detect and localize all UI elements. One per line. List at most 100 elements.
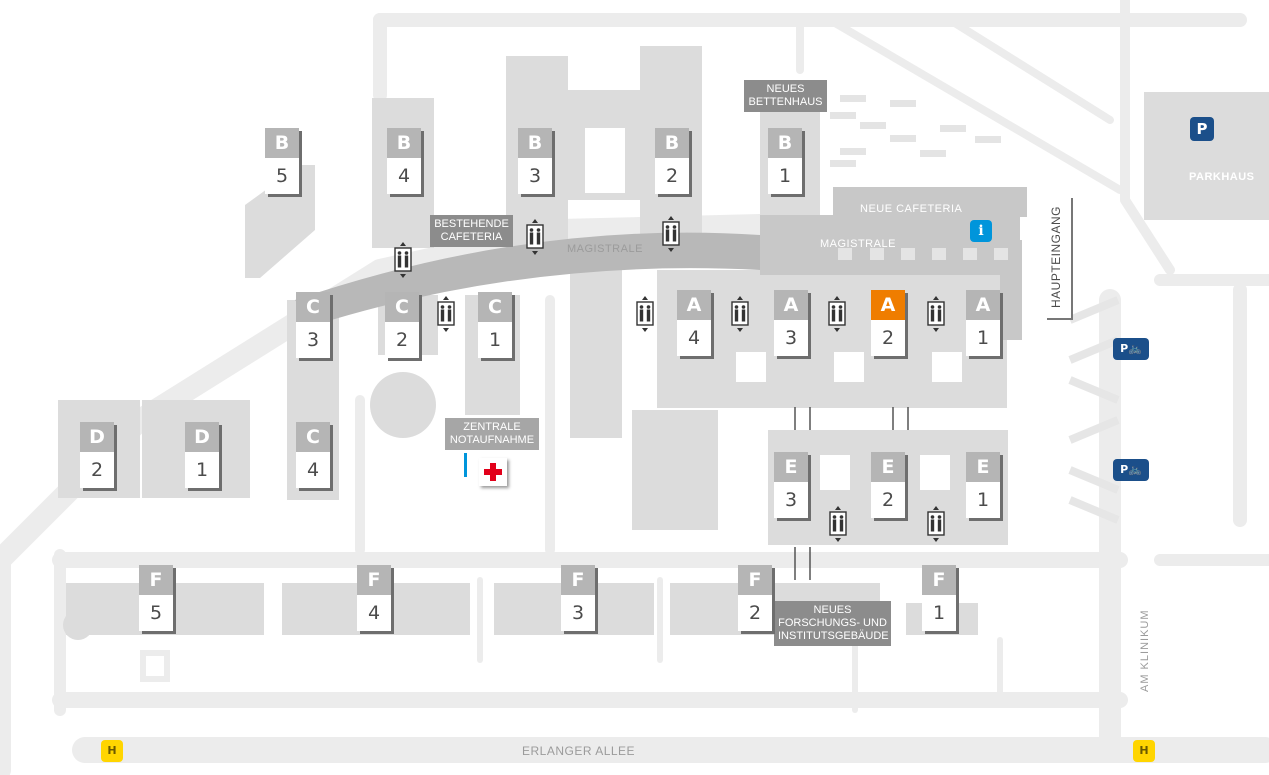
parking-icon[interactable]: P	[1190, 117, 1214, 141]
elevator-icon[interactable]	[731, 296, 749, 332]
building-wing-letter: A	[774, 290, 808, 320]
building-number: 2	[738, 595, 772, 631]
magistrale-label-2: MAGISTRALE	[820, 238, 896, 250]
building-wing-letter: A	[871, 290, 905, 320]
building-wing-letter: C	[478, 292, 512, 322]
haupteingang-label: HAUPTEINGANG	[1049, 205, 1063, 308]
building-number: 4	[357, 595, 391, 631]
building-wing-letter: B	[655, 128, 689, 158]
bus-stop-icon[interactable]: H	[101, 740, 123, 762]
building-wing-letter: C	[296, 292, 330, 322]
elevator-icon[interactable]	[662, 216, 680, 252]
red-cross-icon	[484, 463, 502, 481]
building-wing-letter: F	[922, 565, 956, 595]
building-number: 1	[966, 320, 1000, 356]
magistrale-label-1: MAGISTRALE	[567, 243, 643, 255]
building-number: 1	[922, 595, 956, 631]
bicycle-icon: 🚲	[1128, 463, 1142, 476]
elevator-icon[interactable]	[394, 242, 412, 278]
building-wing-letter: B	[387, 128, 421, 158]
building-number: 2	[385, 322, 419, 358]
elevator-icon[interactable]	[437, 296, 455, 332]
building-wing-letter: B	[768, 128, 802, 158]
neues-bettenhaus-tag[interactable]: NEUES BETTENHAUS	[744, 80, 827, 112]
info-icon[interactable]: i	[970, 220, 992, 242]
zentrale-notaufnahme-tag[interactable]: ZENTRALE NOTAUFNAHME	[445, 418, 539, 450]
building-number: 3	[774, 482, 808, 518]
bestehende-cafeteria-tag[interactable]: BESTEHENDE CAFETERIA	[430, 215, 513, 247]
building-number: 3	[561, 595, 595, 631]
building-number: 3	[774, 320, 808, 356]
elevator-icon[interactable]	[636, 296, 654, 332]
building-wing-letter: D	[80, 422, 114, 452]
building-number: 4	[677, 320, 711, 356]
building-number: 1	[768, 158, 802, 194]
elevator-icon[interactable]	[828, 296, 846, 332]
building-wing-letter: F	[139, 565, 173, 595]
building-wing-letter: B	[265, 128, 299, 158]
building-wing-letter: A	[677, 290, 711, 320]
building-wing-letter: F	[561, 565, 595, 595]
building-number: 1	[966, 482, 1000, 518]
building-number: 1	[185, 452, 219, 488]
building-number: 2	[655, 158, 689, 194]
haupteingang-sign[interactable]	[1045, 196, 1071, 318]
building-number: 2	[871, 482, 905, 518]
building-wing-letter: E	[966, 452, 1000, 482]
magistrale-path	[295, 232, 760, 325]
building-number: 3	[296, 322, 330, 358]
emergency-entrance-marker	[464, 453, 467, 477]
building-wing-letter: B	[518, 128, 552, 158]
building-wing-letter: D	[185, 422, 219, 452]
elevator-icon[interactable]	[829, 506, 847, 542]
elevator-icon[interactable]	[526, 219, 544, 255]
building-number: 2	[871, 320, 905, 356]
building-wing-letter: C	[385, 292, 419, 322]
elevator-icon[interactable]	[927, 506, 945, 542]
building-number: 4	[296, 452, 330, 488]
building-number: 4	[387, 158, 421, 194]
bicycle-icon: 🚲	[1128, 342, 1142, 355]
building-wing-letter: E	[774, 452, 808, 482]
elevator-icon[interactable]	[927, 296, 945, 332]
bus-stop-icon[interactable]: H	[1133, 740, 1155, 762]
parkhaus-label: PARKHAUS	[1189, 171, 1255, 183]
outer-road	[0, 214, 771, 775]
building-wing-letter: F	[738, 565, 772, 595]
building-number: 5	[139, 595, 173, 631]
neue-cafeteria-label: NEUE CAFETERIA	[860, 203, 963, 215]
neues-forschungs-tag[interactable]: NEUES FORSCHUNGS- UND INSTITUTSGEBÄUDE	[774, 601, 891, 646]
bicycle-parking-icon[interactable]: P🚲	[1113, 459, 1149, 481]
am-klinikum-label: AM KLINIKUM	[1139, 609, 1151, 692]
bicycle-parking-icon[interactable]: P🚲	[1113, 338, 1149, 360]
building-number: 5	[265, 158, 299, 194]
emergency-cross-icon[interactable]	[479, 458, 507, 486]
building-wing-letter: E	[871, 452, 905, 482]
building-number: 1	[478, 322, 512, 358]
building-number: 2	[80, 452, 114, 488]
